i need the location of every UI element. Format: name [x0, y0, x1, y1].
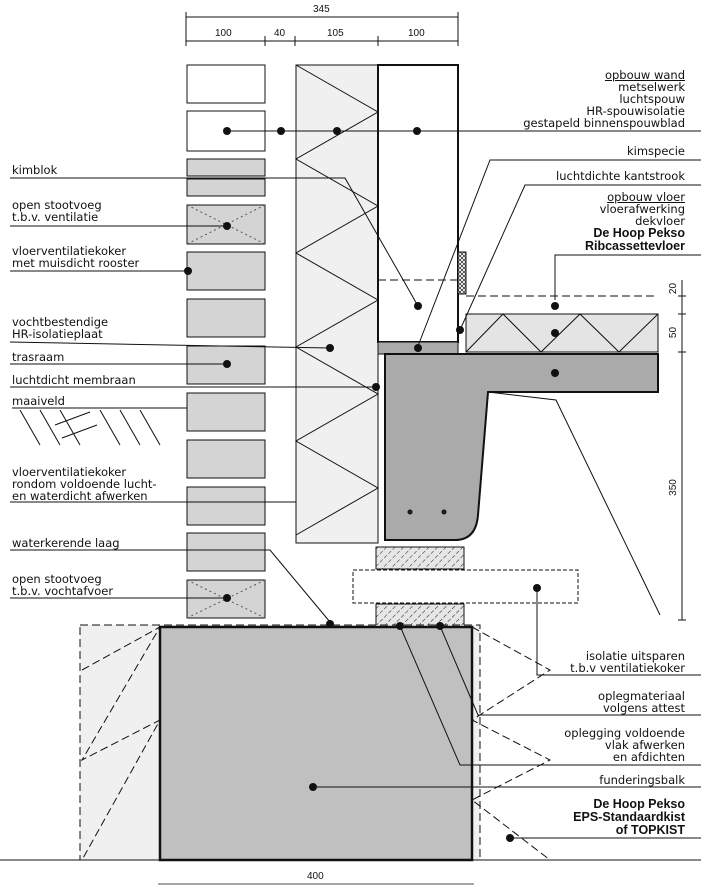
- label-kist-brand: De Hoop Pekso: [593, 797, 685, 811]
- label-oplegging-3: en afdichten: [612, 750, 685, 764]
- ground-hatch: [12, 407, 187, 446]
- leader-lines: [9, 130, 701, 839]
- label-koker-afwerken-2: rondom voldoende lucht-: [12, 477, 157, 491]
- label-hr-isolatie-2: HR-isolatieplaat: [12, 327, 103, 341]
- foundation: [0, 624, 701, 862]
- label-koker-afwerken-3: en waterdicht afwerken: [12, 489, 148, 503]
- label-wall-item: HR-spouwisolatie: [586, 104, 685, 118]
- label-kimblok: kimblok: [12, 163, 58, 177]
- label-waterkerende-laag: waterkerende laag: [12, 536, 120, 550]
- label-stootvoeg-ventilatie-2: t.b.v. ventilatie: [12, 210, 99, 224]
- label-isolatie-1: isolatie uitsparen: [585, 649, 685, 663]
- label-oplegging-1: oplegging voldoende: [564, 726, 685, 740]
- label-oplegmateriaal-2: volgens attest: [603, 701, 685, 715]
- brick-wall: [186, 64, 266, 619]
- label-floor-brand: De Hoop Pekso: [593, 226, 685, 240]
- dim-top-1: 100: [215, 28, 232, 39]
- dim-total-top: 345: [313, 4, 330, 15]
- dim-right-1: 20: [668, 282, 680, 295]
- dim-top-2: 40: [274, 28, 286, 39]
- leader-markers: [184, 127, 559, 842]
- bearing-blocks: [352, 546, 579, 627]
- cavity-insulation: [294, 64, 380, 544]
- label-luchtdicht-membraan: luchtdicht membraan: [12, 373, 136, 387]
- top-dimension: [185, 12, 459, 46]
- right-dimension: [678, 280, 686, 621]
- label-ventilatiekoker-1: vloerventilatiekoker: [12, 244, 127, 258]
- label-kist-brand: EPS-Standaardkist: [573, 810, 685, 824]
- dim-bottom: 400: [307, 871, 324, 882]
- label-floor-brand: Ribcassettevloer: [584, 239, 685, 253]
- dim-right-3: 350: [667, 479, 679, 496]
- label-koker-afwerken-1: vloerventilatiekoker: [12, 465, 127, 479]
- label-floor-item: dekvloer: [635, 214, 685, 228]
- label-wall-item: luchtspouw: [619, 92, 685, 106]
- label-wall-item: gestapeld binnenspouwblad: [523, 116, 685, 130]
- label-ventilatiekoker-2: met muisdicht rooster: [12, 256, 140, 270]
- dim-right-2: 50: [668, 326, 680, 339]
- label-kimspecie: kimspecie: [626, 144, 685, 158]
- label-oplegmateriaal-1: oplegmateriaal: [598, 689, 685, 703]
- label-hr-isolatie-1: vochtbestendige: [12, 315, 109, 329]
- label-maaiveld: maaiveld: [12, 394, 65, 408]
- label-wall-heading: opbouw wand: [604, 68, 685, 82]
- label-kantstrook: luchtdichte kantstrook: [556, 169, 685, 183]
- label-stootvoeg-vocht-1: open stootvoeg: [12, 572, 102, 586]
- floor-build-up: [384, 295, 661, 616]
- label-kist-brand: of TOPKIST: [615, 823, 685, 837]
- label-floor-heading: opbouw vloer: [607, 190, 685, 204]
- inner-leaf: [377, 64, 467, 355]
- label-floor-item: vloerafwerking: [599, 202, 685, 216]
- label-funderingsbalk: funderingsbalk: [599, 773, 685, 787]
- label-stootvoeg-vocht-2: t.b.v. vochtafvoer: [12, 584, 114, 598]
- label-isolatie-2: t.b.v ventilatiekoker: [570, 661, 685, 675]
- label-oplegging-2: vlak afwerken: [604, 738, 685, 752]
- dim-top-4: 100: [408, 28, 425, 39]
- label-stootvoeg-ventilatie-1: open stootvoeg: [12, 198, 102, 212]
- label-wall-item: metselwerk: [618, 80, 685, 94]
- dim-top-3: 105: [327, 28, 344, 39]
- label-trasraam: trasraam: [12, 350, 65, 364]
